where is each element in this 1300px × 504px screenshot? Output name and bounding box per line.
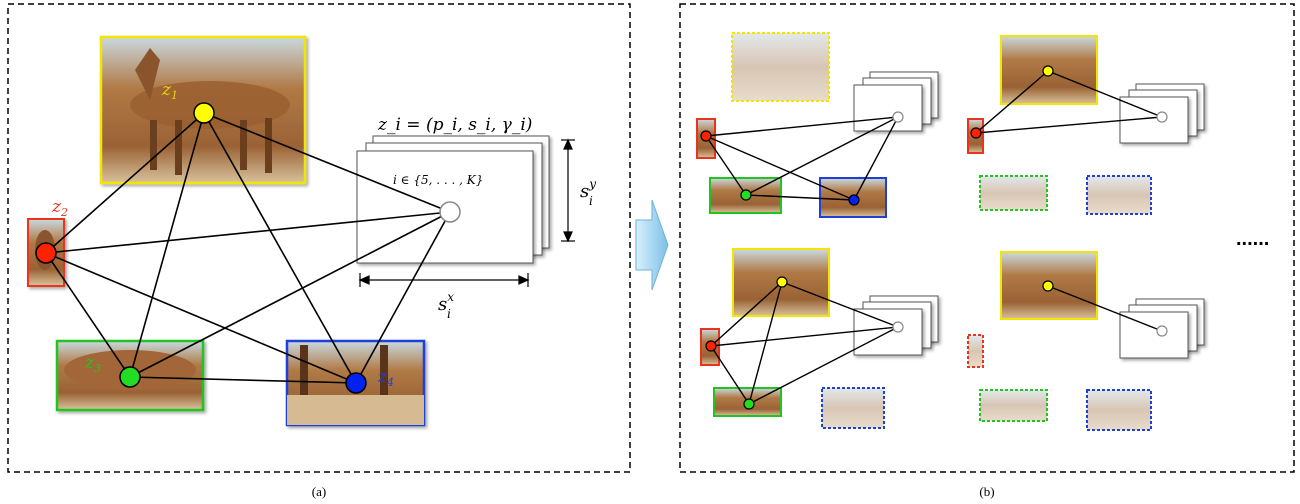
node-z1 bbox=[193, 102, 215, 124]
example-4 bbox=[967, 251, 1205, 431]
example-1 bbox=[696, 32, 939, 218]
panel-b-border bbox=[679, 3, 1295, 473]
node-z3 bbox=[119, 366, 141, 388]
graph-edges-a bbox=[45, 112, 451, 384]
right-arrow-icon bbox=[635, 199, 669, 291]
caption-b: (b) bbox=[979, 484, 994, 499]
panel-a: z1 z2 z3 z4 z_i = (p_i, s_i, γ_i) i ∈ {5… bbox=[7, 3, 631, 473]
hypothesis-stack bbox=[356, 135, 550, 264]
panel-a-border bbox=[7, 3, 631, 473]
example-3 bbox=[700, 248, 939, 429]
label-z1: z1 bbox=[161, 80, 178, 102]
ellipsis-text: ...... bbox=[1236, 228, 1269, 250]
caption-a: (a) bbox=[312, 484, 326, 499]
part-box-z1 bbox=[99, 35, 307, 185]
label-z4: z4 bbox=[377, 367, 394, 389]
node-z4 bbox=[345, 372, 367, 394]
label-z2: z2 bbox=[51, 197, 68, 219]
example-2 bbox=[967, 35, 1205, 215]
formula-text: z_i = (p_i, s_i, γ_i) bbox=[377, 115, 532, 135]
node-z2 bbox=[35, 242, 57, 264]
index-set-text: i ∈ {5, . . . , K} bbox=[393, 173, 483, 187]
panel-b: ...... bbox=[679, 3, 1295, 473]
label-z3: z3 bbox=[84, 353, 101, 375]
node-zi bbox=[439, 201, 461, 223]
size-arrows bbox=[358, 138, 575, 287]
